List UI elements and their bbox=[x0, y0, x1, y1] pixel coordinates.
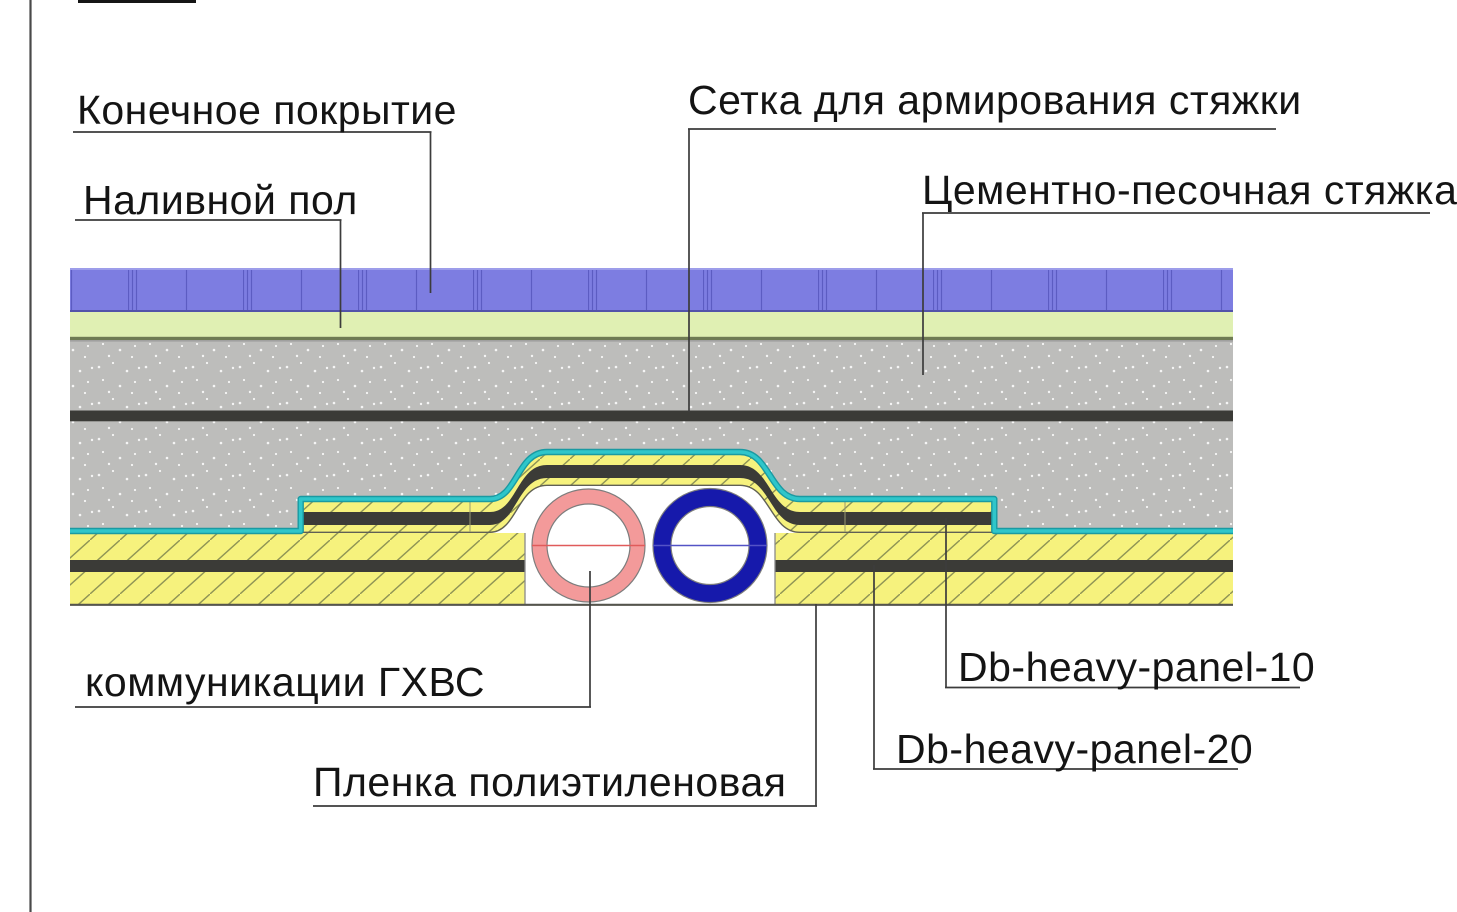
callout-labels: Конечное покрытие Наливной пол Сетка для… bbox=[77, 77, 1457, 805]
screed-speckles bbox=[70, 340, 1233, 529]
final-covering-top-edge bbox=[70, 268, 1233, 270]
membrane-teal-line bbox=[70, 450, 1233, 533]
leader-hot-cold-water-lines bbox=[75, 571, 591, 708]
self-leveling-fill bbox=[70, 312, 1233, 337]
callout-leaders bbox=[73, 128, 1430, 807]
final-covering-joints bbox=[70, 269, 1233, 311]
panel-db-heavy-10 bbox=[303, 450, 992, 533]
layer-self-leveling-floor bbox=[70, 312, 1233, 340]
label-db-heavy-panel-20: Db-heavy-panel-20 bbox=[896, 726, 1253, 772]
label-self-leveling-floor: Наливной пол bbox=[83, 177, 358, 223]
db20-dark-band-left bbox=[70, 560, 525, 572]
leader-db-heavy-panel-20 bbox=[873, 565, 1238, 770]
label-db-heavy-panel-10: Db-heavy-panel-10 bbox=[958, 644, 1315, 690]
leader-self-leveling-floor bbox=[75, 219, 342, 328]
leader-cement-sand-screed bbox=[922, 212, 1430, 375]
layer-final-covering bbox=[70, 268, 1233, 312]
leader-db-heavy-panel-10 bbox=[945, 518, 1300, 689]
pipe-cold-water bbox=[652, 487, 768, 604]
slab-layers bbox=[70, 268, 1233, 529]
pipe-hot-water bbox=[531, 488, 646, 603]
label-hot-cold-water-lines: коммуникации ГХВС bbox=[85, 659, 485, 705]
panel-db-heavy-20 bbox=[70, 533, 1233, 606]
label-reinforcement-mesh: Сетка для армирования стяжки bbox=[688, 77, 1302, 123]
pipes bbox=[531, 487, 768, 604]
label-cement-sand-screed: Цементно-песочная стяжка bbox=[922, 167, 1457, 213]
db10-dark-band bbox=[303, 465, 992, 525]
leader-reinforcement-mesh bbox=[688, 128, 1276, 412]
membrane-profile bbox=[70, 448, 1233, 535]
leader-final-covering bbox=[73, 131, 432, 293]
reinforcement-mesh-band bbox=[70, 410, 1233, 422]
final-covering-bottom-edge bbox=[70, 310, 1233, 312]
label-final-covering: Конечное покрытие bbox=[77, 87, 457, 133]
screed-top-edge bbox=[70, 340, 1233, 342]
label-polyethylene-film: Пленка полиэтиленовая bbox=[313, 759, 787, 805]
db10-bottom-line bbox=[303, 484, 992, 533]
frame bbox=[29, 0, 196, 912]
db20-dark-band-right bbox=[775, 560, 1233, 572]
self-leveling-bottom-edge bbox=[70, 336, 1233, 340]
layer-cement-sand-screed bbox=[70, 340, 1233, 529]
leader-polyethylene-film bbox=[313, 604, 817, 807]
